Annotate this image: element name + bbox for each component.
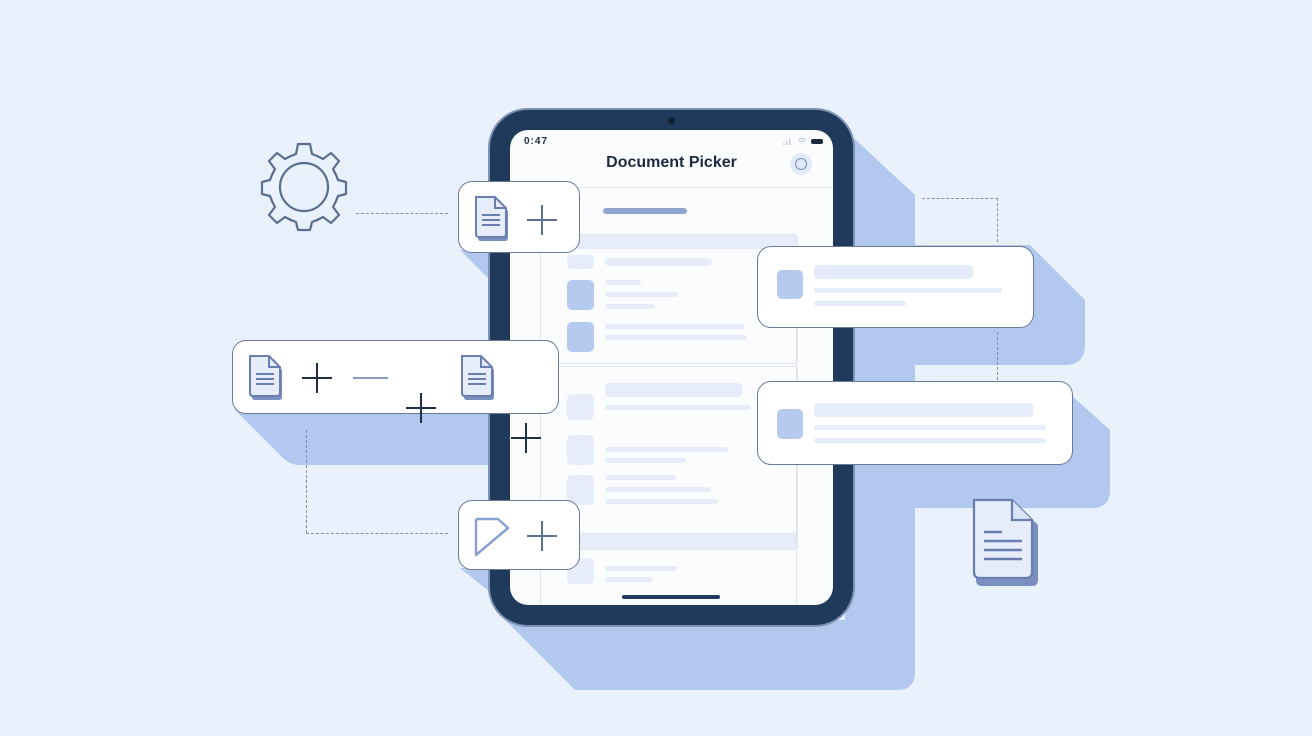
- text-placeholder: [605, 475, 676, 480]
- connector-line: [997, 332, 998, 380]
- text-placeholder: [605, 335, 747, 340]
- connector-line: [306, 430, 307, 533]
- item-thumbnail: [567, 394, 594, 420]
- document-preview-card[interactable]: [757, 246, 1034, 328]
- text-placeholder: [605, 292, 678, 297]
- text-placeholder: [605, 258, 712, 266]
- battery-icon: [811, 138, 823, 144]
- header-divider: [510, 187, 833, 188]
- item-thumbnail: [777, 270, 803, 299]
- connector-line: [356, 213, 448, 214]
- text-placeholder: [605, 405, 751, 410]
- item-thumbnail: [567, 280, 594, 310]
- pencil-icon: [474, 517, 510, 557]
- minus-icon[interactable]: [353, 377, 388, 379]
- signal-icon: [783, 138, 791, 145]
- item-thumbnail: [567, 255, 594, 269]
- text-placeholder: [605, 304, 655, 309]
- profile-circle-icon: [795, 158, 807, 170]
- status-icons: [783, 137, 823, 145]
- text-placeholder: [605, 499, 718, 504]
- text-placeholder: [605, 280, 641, 285]
- camera-dot: [668, 117, 675, 124]
- plus-icon[interactable]: [406, 393, 436, 423]
- plus-icon[interactable]: [511, 423, 541, 453]
- page-title: Document Picker: [606, 154, 737, 171]
- document-icon: [972, 498, 1038, 586]
- list-item[interactable]: [565, 322, 785, 354]
- text-placeholder: [605, 487, 711, 492]
- gear-icon[interactable]: [258, 140, 350, 232]
- add-document-card[interactable]: [458, 181, 580, 253]
- list-item[interactable]: [565, 475, 785, 507]
- status-time: 0:47: [524, 136, 549, 147]
- group-header: [541, 235, 797, 249]
- text-placeholder: [605, 566, 677, 571]
- text-placeholder: [814, 288, 1002, 293]
- list-item[interactable]: [565, 280, 785, 312]
- plus-icon[interactable]: [302, 363, 332, 393]
- home-indicator: [622, 595, 720, 599]
- text-placeholder: [814, 301, 906, 306]
- text-placeholder: [814, 403, 1033, 417]
- text-placeholder: [814, 438, 1046, 443]
- document-icon[interactable]: [247, 353, 287, 401]
- text-placeholder: [814, 425, 1046, 430]
- text-placeholder: [605, 577, 653, 582]
- text-placeholder: [605, 383, 742, 397]
- document-preview-card[interactable]: [757, 381, 1073, 465]
- text-placeholder: [605, 447, 728, 452]
- document-icon: [475, 196, 508, 241]
- item-thumbnail: [567, 435, 594, 465]
- plus-icon[interactable]: [527, 205, 557, 235]
- plus-icon[interactable]: [527, 521, 557, 551]
- document-toolbar-card: [232, 340, 559, 453]
- document-icon[interactable]: [459, 353, 499, 401]
- text-placeholder: [605, 324, 745, 329]
- item-thumbnail: [777, 409, 803, 439]
- connector-line: [306, 533, 448, 534]
- item-thumbnail: [567, 322, 594, 352]
- text-placeholder: [605, 458, 686, 463]
- section-heading-placeholder: [603, 208, 687, 214]
- list-item[interactable]: [565, 558, 785, 588]
- text-placeholder: [814, 265, 973, 279]
- list-item[interactable]: [565, 435, 785, 467]
- wifi-icon: [797, 137, 807, 145]
- edit-card[interactable]: [458, 500, 580, 570]
- connector-line: [997, 198, 998, 242]
- connector-line: [922, 198, 998, 199]
- group-header: [540, 533, 796, 549]
- item-thumbnail: [567, 475, 594, 505]
- profile-button[interactable]: [790, 153, 812, 175]
